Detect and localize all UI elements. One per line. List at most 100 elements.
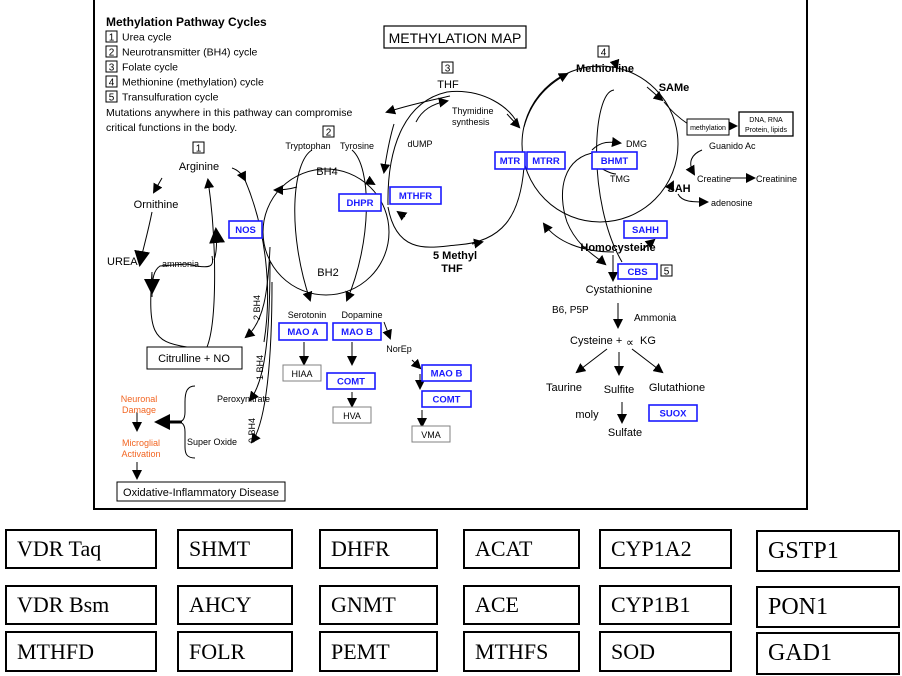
gene-tile[interactable]: VDR Taq <box>5 529 157 569</box>
gene-tile[interactable]: GSTP1 <box>756 530 900 572</box>
enzyme-mao-b2[interactable]: MAO B <box>421 364 472 382</box>
gene-tile[interactable]: SHMT <box>177 529 293 569</box>
dmg-label: DMG <box>626 139 647 149</box>
enzyme-dhpr[interactable]: DHPR <box>338 193 382 212</box>
gene-tile[interactable]: GAD1 <box>756 632 900 675</box>
gene-tile[interactable]: MTHFS <box>463 631 580 672</box>
svg-text:HVA: HVA <box>343 411 361 421</box>
gene-tile[interactable]: CYP1B1 <box>599 585 732 625</box>
enzyme-bhmt[interactable]: BHMT <box>591 151 638 170</box>
gene-tile[interactable]: CYP1A2 <box>599 529 732 569</box>
gene-tile[interactable]: PEMT <box>319 631 438 672</box>
enzyme-cbs[interactable]: CBS <box>617 263 658 280</box>
glutathione-label: Glutathione <box>649 382 705 394</box>
gene-label: PON1 <box>768 593 829 620</box>
sulfate-label: Sulfate <box>608 427 642 439</box>
svg-text:5: 5 <box>664 267 670 278</box>
svg-text:HIAA: HIAA <box>291 369 312 379</box>
ammonia2-label: Ammonia <box>634 313 677 324</box>
map-title-box <box>383 25 527 49</box>
gene-tile[interactable]: DHFR <box>319 529 438 569</box>
legend-item-number: 1 <box>109 33 115 44</box>
enzyme-suox[interactable]: SUOX <box>648 404 698 422</box>
urea-label: UREA <box>107 256 138 268</box>
legend-title: Methylation Pathway Cycles <box>106 15 267 29</box>
enzyme-nos[interactable]: NOS <box>228 220 263 239</box>
svg-text:4: 4 <box>601 48 607 59</box>
gene-label: GAD1 <box>768 640 832 666</box>
enzyme-mtrr[interactable]: MTRR <box>526 151 566 170</box>
gene-tile[interactable]: AHCY <box>177 585 293 625</box>
enzyme-mthfr[interactable]: MTHFR <box>389 186 442 205</box>
gene-tile[interactable]: VDR Bsm <box>5 585 157 625</box>
moly-label: moly <box>575 409 599 421</box>
hva-box: HVA <box>332 406 372 424</box>
svg-text:COMT: COMT <box>337 377 365 388</box>
alpha-label: ∝ <box>626 337 634 349</box>
gene-label: SHMT <box>189 536 251 561</box>
gene-label: DHFR <box>331 536 390 561</box>
enzyme-mtr[interactable]: MTR <box>494 151 526 170</box>
svg-text:3: 3 <box>445 64 451 75</box>
homocysteine-label: Homocysteine <box>580 242 655 254</box>
svg-text:Oxidative-Inflammatory Disease: Oxidative-Inflammatory Disease <box>123 487 279 499</box>
svg-text:MTHFR: MTHFR <box>399 191 432 202</box>
legend-item-label: Folate cycle <box>122 62 178 74</box>
norep-label: NorEp <box>386 344 412 354</box>
enzyme-comt2[interactable]: COMT <box>421 390 472 408</box>
svg-text:DNA, RNA: DNA, RNA <box>749 117 783 124</box>
legend-note-1: Mutations anywhere in this pathway can c… <box>106 107 352 119</box>
bh4-label: BH4 <box>316 166 337 178</box>
enzyme-mao-a[interactable]: MAO A <box>278 322 328 341</box>
sulfite-label: Sulfite <box>604 384 635 396</box>
5-methyl-thf-label: 5 Methyl <box>433 250 477 262</box>
cycle-marker-2: 2 <box>322 125 335 139</box>
gene-tile[interactable]: SOD <box>599 631 732 672</box>
microglial-activation-label-2: Activation <box>121 449 160 459</box>
tryptophan-label: Tryptophan <box>285 141 330 151</box>
gene-label: MTHFD <box>17 638 95 664</box>
svg-text:1: 1 <box>196 144 202 155</box>
enzyme-comt[interactable]: COMT <box>326 372 376 390</box>
gene-tile[interactable]: ACE <box>463 585 580 625</box>
cycle-marker-4: 4 <box>597 45 610 59</box>
svg-text:methylation: methylation <box>690 125 726 132</box>
svg-text:SAHH: SAHH <box>632 225 659 236</box>
enzyme-mao-b[interactable]: MAO B <box>332 322 382 341</box>
svg-text:Citrulline + NO: Citrulline + NO <box>158 353 230 365</box>
creatine-label: Creatine <box>697 174 731 184</box>
legend-item-number: 3 <box>109 63 115 74</box>
gene-label: GNMT <box>331 592 396 617</box>
ammonia-label: ammonia <box>162 259 199 269</box>
legend-item-label: Methionine (methylation) cycle <box>122 77 264 89</box>
legend-item-number: 5 <box>109 93 115 104</box>
gene-label: ACAT <box>475 536 533 561</box>
cycle-marker-1: 1 <box>192 141 205 155</box>
map-title: METHYLATION MAP <box>389 30 522 46</box>
gene-label: PEMT <box>331 638 390 664</box>
gene-tile[interactable]: MTHFD <box>5 631 157 672</box>
outcome-labels: Neuronal Damage Microglial Activation <box>121 394 161 459</box>
svg-text:NOS: NOS <box>235 225 256 236</box>
neuronal-damage-label-2: Damage <box>122 405 156 415</box>
svg-text:DHPR: DHPR <box>347 198 374 209</box>
svg-text:MTRR: MTRR <box>532 156 560 167</box>
cystathionine-label: Cystathionine <box>586 284 653 296</box>
gene-tile[interactable]: ACAT <box>463 529 580 569</box>
gene-label: SOD <box>611 638 656 664</box>
enzyme-sahh[interactable]: SAHH <box>623 220 668 239</box>
gene-tile[interactable]: PON1 <box>756 586 900 628</box>
bh4-0-label: 0 BH4 <box>247 418 257 443</box>
svg-text:2: 2 <box>326 128 332 139</box>
neuronal-damage-label: Neuronal <box>121 394 158 404</box>
ornithine-label: Ornithine <box>134 199 179 211</box>
citrulline-no-box: Citrulline + NO <box>146 346 243 370</box>
bh4-1-label: 1 BH4 <box>255 355 265 380</box>
gene-tile[interactable]: GNMT <box>319 585 438 625</box>
legend-item-label: Neurotransmitter (BH4) cycle <box>122 47 258 59</box>
legend-item-number: 4 <box>109 78 115 89</box>
same-label: SAMe <box>659 82 690 94</box>
gene-tile[interactable]: FOLR <box>177 631 293 672</box>
